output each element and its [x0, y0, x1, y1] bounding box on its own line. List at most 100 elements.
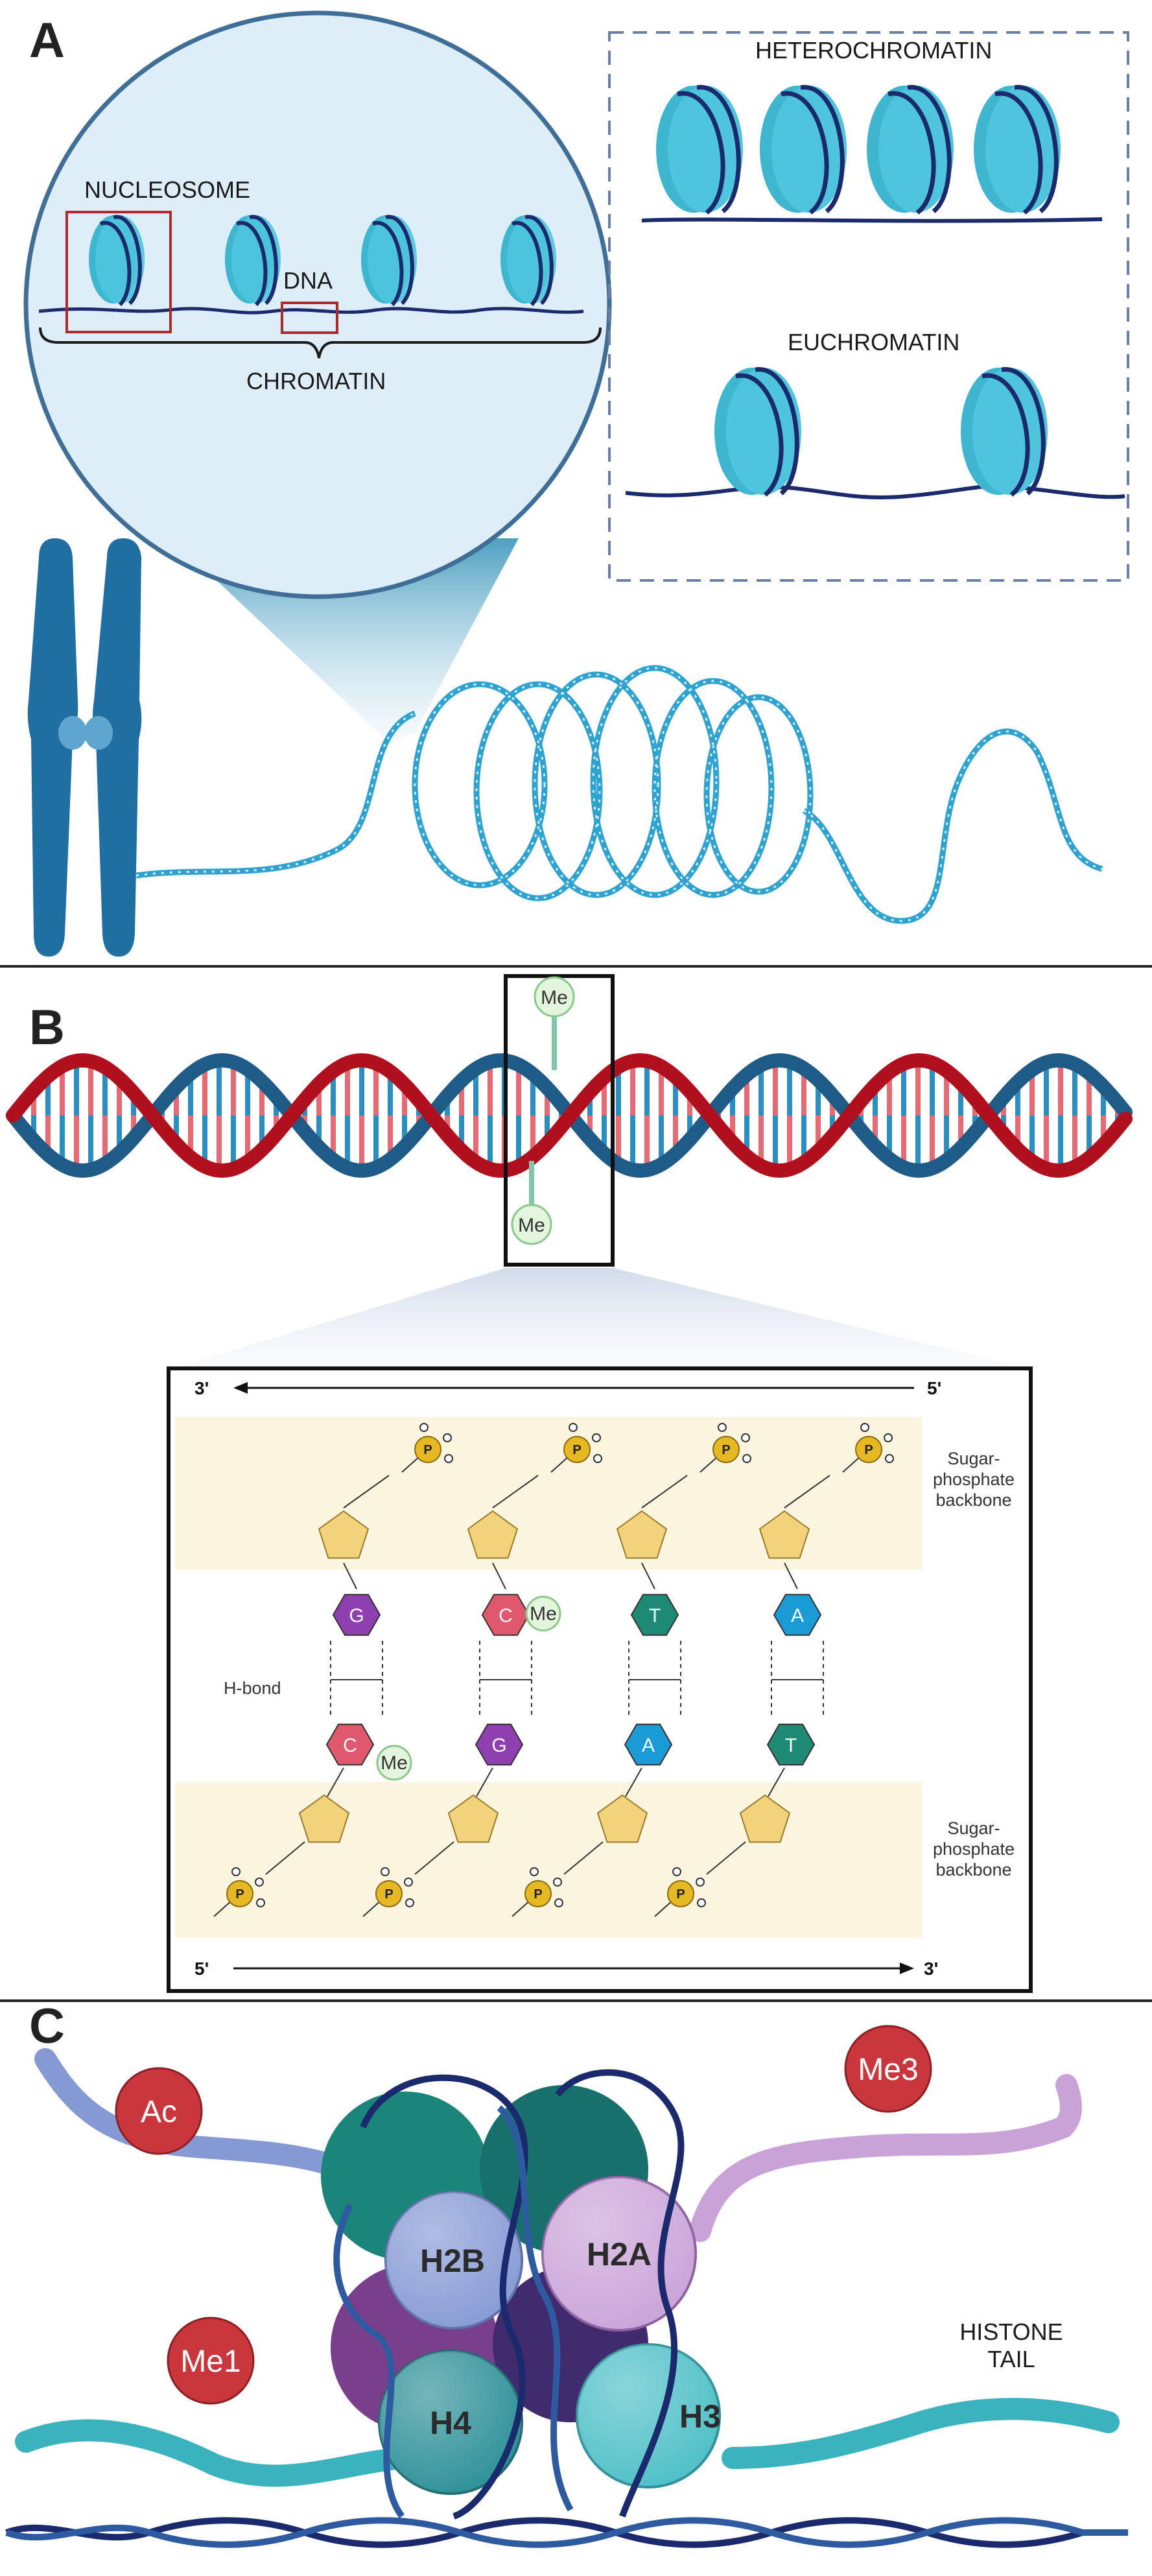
backbone-link	[706, 1841, 746, 1875]
phosphate-top-oxygen	[444, 1454, 453, 1463]
dna-label: DNA	[283, 267, 333, 294]
backbone-label-bottom-2: phosphate	[933, 1839, 1015, 1859]
chromatin-brace	[39, 327, 602, 359]
base-bottom-label: T	[785, 1735, 797, 1756]
backbone-label-top-3: backbone	[935, 1490, 1011, 1510]
phosphate-top-oxygen	[742, 1454, 751, 1463]
arrow-bottom-head	[900, 1962, 914, 1974]
backbone-link	[784, 1475, 830, 1509]
strand-top-left: 3'	[194, 1378, 209, 1398]
zoom-trapezoid	[174, 1268, 1028, 1368]
sugar-top	[318, 1510, 370, 1559]
nucleosome-1	[89, 215, 145, 307]
backbone-link	[265, 1841, 305, 1875]
chromosome	[27, 538, 142, 957]
tail-h4	[15, 2419, 413, 2487]
glycosidic-bond	[492, 1562, 506, 1590]
glycosidic-bond	[343, 1562, 357, 1590]
base-top	[773, 1593, 822, 1636]
dna-strand-bottom-b	[5, 2517, 1128, 2548]
histone-h4: H4	[378, 2350, 523, 2495]
phosphate-bottom-oxygen	[255, 1878, 264, 1887]
phosphate-top-oxygen	[860, 1423, 869, 1432]
tail-h3	[722, 2398, 1120, 2469]
phosphate-bottom	[667, 1880, 694, 1907]
phosphate-bottom-oxygen	[405, 1898, 414, 1907]
methyl-top-label: Me	[541, 987, 568, 1008]
panel-c: C H2B H2A H4	[5, 1999, 1128, 2548]
glycosidic-bond	[641, 1562, 655, 1590]
phosphate-bottom-label: P	[384, 1887, 393, 1902]
histone-h2a-label: H2A	[587, 2236, 652, 2272]
sugar-bottom	[447, 1794, 499, 1843]
phosphate-bottom-oxygen	[381, 1867, 390, 1876]
nucleosome-2	[225, 215, 281, 307]
base-top-label: C	[499, 1605, 513, 1627]
phosphate-bottom-oxygen	[530, 1867, 539, 1876]
phosphate-bottom-bond	[511, 1900, 531, 1917]
nucleosome-row	[89, 215, 556, 307]
histone-tail-label-2: TAIL	[987, 2346, 1035, 2372]
glycosidic-bond	[768, 1767, 785, 1797]
phosphate-bottom-oxygen	[672, 1867, 681, 1876]
sugar-top	[467, 1510, 519, 1559]
backbone-label-top-1: Sugar-	[947, 1449, 1000, 1468]
phosphate-top-oxygen	[885, 1454, 894, 1463]
base-bottom	[325, 1723, 375, 1766]
backbone-label-bottom-1: Sugar-	[947, 1819, 1000, 1838]
sugar-bottom	[596, 1794, 648, 1843]
histone-h3: H3	[576, 2343, 721, 2488]
base-top	[332, 1593, 381, 1636]
phosphate-top-oxygen	[884, 1433, 893, 1442]
phosphate-bottom-label: P	[534, 1887, 542, 1902]
panel-a: A	[23, 10, 1129, 957]
mod-me1-label: Me1	[180, 2344, 241, 2379]
mod-ac-label: Ac	[141, 2095, 177, 2129]
panel-a-letter: A	[29, 13, 65, 68]
heterochromatin	[641, 85, 1103, 223]
histone-h2a: H2A	[541, 2176, 697, 2332]
backbone-band-bottom	[175, 1782, 922, 1938]
panel-c-letter: C	[29, 1999, 65, 2054]
histone-h2b: H2B	[384, 2191, 523, 2330]
glycosidic-bond	[784, 1562, 798, 1590]
sugar-bottom	[298, 1794, 350, 1843]
linker-dna	[38, 307, 584, 315]
sugar-top	[758, 1510, 810, 1559]
backbone-band-top	[175, 1417, 922, 1569]
panel-b-letter: B	[29, 1000, 65, 1055]
base-bottom-label: C	[343, 1735, 357, 1756]
methyl-group-bottom	[511, 1204, 552, 1245]
methyl-group	[525, 1595, 561, 1632]
phosphate-bottom-oxygen	[697, 1898, 706, 1907]
sugar-bottom	[739, 1794, 791, 1843]
base-bottom	[766, 1723, 816, 1766]
magnifier-circle	[23, 10, 612, 599]
phosphate-bottom	[226, 1880, 253, 1907]
phosphate-top	[563, 1436, 591, 1463]
nucleosome-4	[500, 215, 556, 307]
phosphate-bottom	[524, 1880, 552, 1907]
methyl-label: Me	[381, 1752, 408, 1774]
phosphate-top-oxygen	[419, 1423, 429, 1432]
phosphate-top-oxygen	[593, 1454, 602, 1463]
euchromatin	[625, 367, 1125, 500]
base-bottom-label: A	[642, 1735, 655, 1756]
phosphate-top-oxygen	[569, 1423, 578, 1432]
strand-top-right: 5'	[927, 1378, 941, 1398]
phosphate-bottom-bond	[213, 1900, 233, 1917]
base-bottom	[624, 1723, 673, 1766]
backbone-label-top-2: phosphate	[933, 1470, 1015, 1489]
backbone-link	[563, 1841, 604, 1875]
base-top	[481, 1593, 530, 1636]
helix-strand-red	[6, 1053, 1133, 1178]
phosphate-bottom-oxygen	[231, 1867, 241, 1876]
phosphate-bottom	[375, 1880, 403, 1907]
phosphate-bottom-oxygen	[554, 1898, 563, 1907]
backbone-label-bottom-3: backbone	[935, 1860, 1011, 1879]
chromatin-states-box	[608, 31, 1129, 582]
phosphate-top-bond	[842, 1455, 862, 1473]
mod-me1: Me1	[167, 2317, 255, 2405]
